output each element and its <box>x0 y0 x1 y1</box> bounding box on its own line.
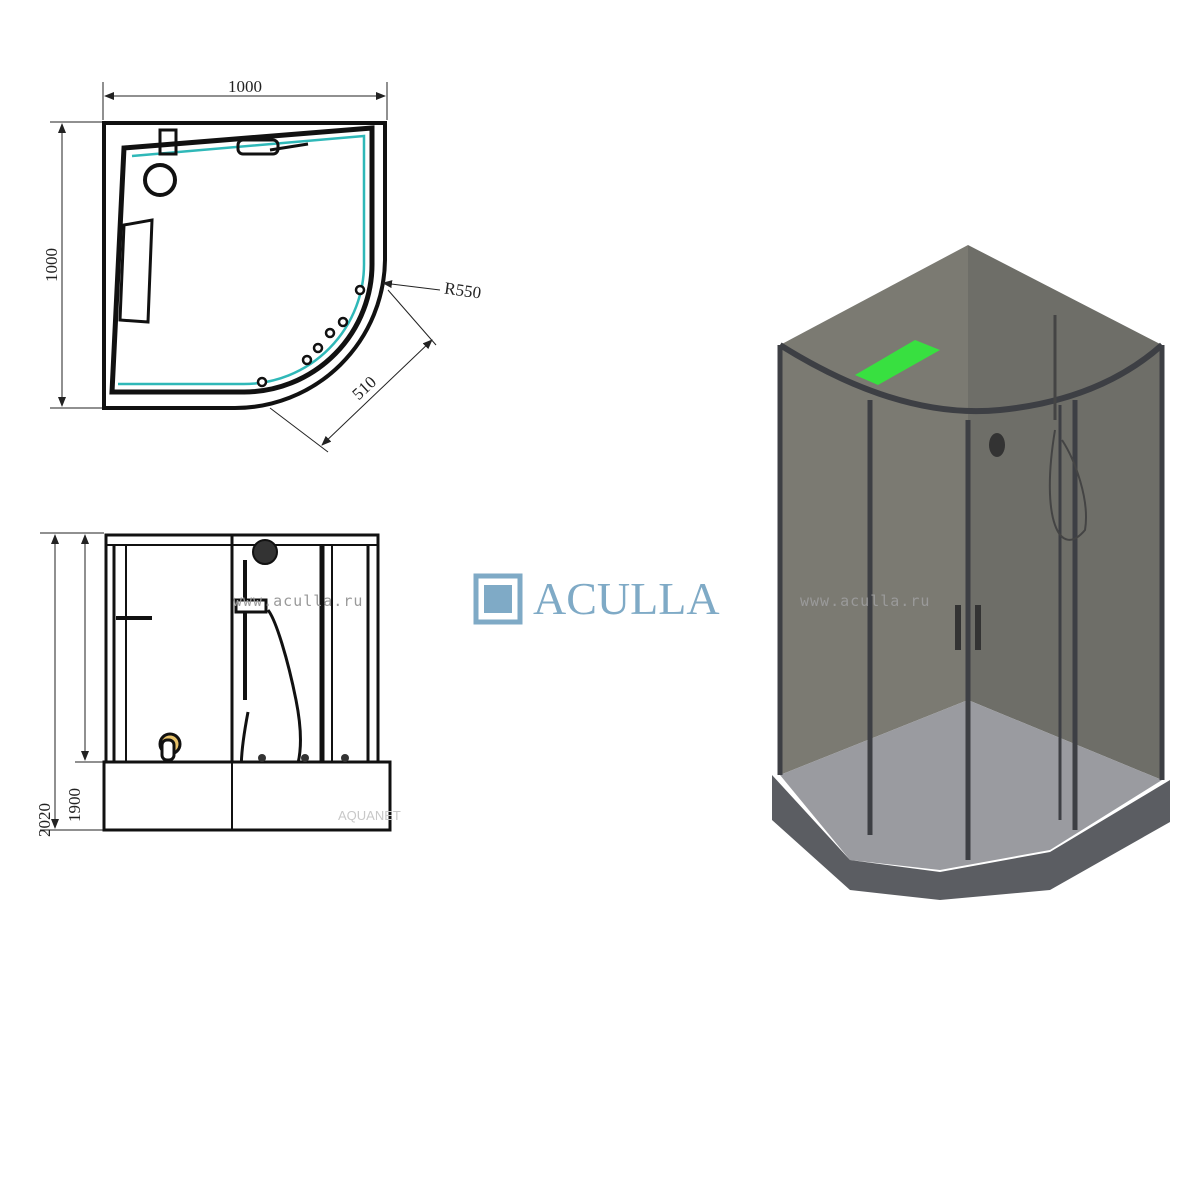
width-dimension-label: 1000 <box>228 77 262 96</box>
brand-name: ACULLA <box>533 573 720 624</box>
radius-label: R550 <box>443 279 482 303</box>
depth-dimension-label: 1000 <box>42 248 61 282</box>
green-panel <box>855 340 940 385</box>
site-watermark-left: www.aculla.ru <box>233 592 363 610</box>
hand-shower-head <box>252 539 278 565</box>
total-height-label: 2020 <box>35 803 54 837</box>
overhead-shower <box>236 138 280 156</box>
brand-logo: ACULLA <box>473 573 720 625</box>
seat-panel <box>118 218 154 324</box>
round-shower-head <box>143 163 177 197</box>
door-width-dimension-line <box>321 339 433 446</box>
tray-outline <box>102 121 387 410</box>
glass-height-label: 1900 <box>65 788 84 822</box>
maker-watermark: AQUANET <box>338 808 401 823</box>
front-view: 2020 1900 AQUANET <box>35 532 401 837</box>
cabin-3d-render <box>772 245 1170 900</box>
site-watermark-right: www.aculla.ru <box>800 592 930 610</box>
door-width-label: 510 <box>348 372 380 403</box>
cabin-frame <box>104 533 380 767</box>
plan-view: 1000 1000 R550 510 <box>42 77 482 453</box>
glass-trim <box>118 134 366 386</box>
shower-tray <box>102 760 392 832</box>
